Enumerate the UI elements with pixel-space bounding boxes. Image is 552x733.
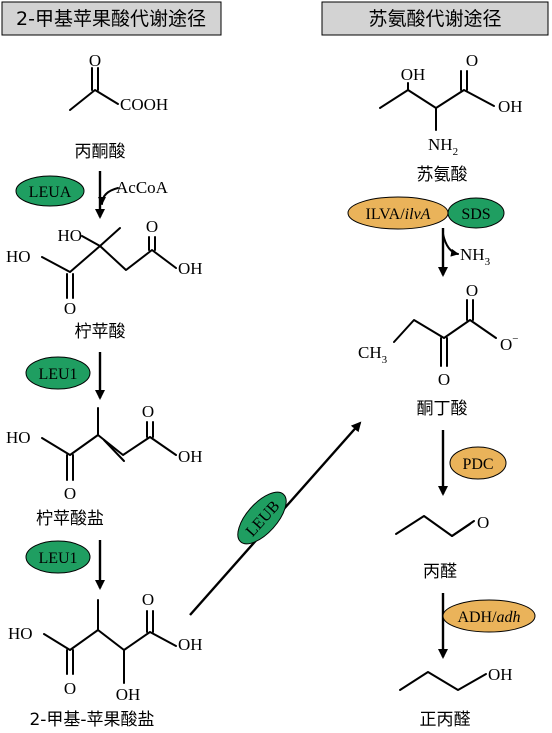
svg-text:HO: HO [6,247,31,266]
cofactor-accoa: AcCoA [116,178,169,197]
svg-text:OH: OH [498,97,523,116]
svg-text:LEU1: LEU1 [38,550,77,567]
enzyme-pdc: PDC [449,446,507,480]
enzyme-sds: SDS [447,197,505,229]
svg-text:O: O [64,299,76,318]
svg-text:O: O [477,513,489,532]
svg-text:SDS: SDS [461,206,490,223]
svg-text:HO: HO [8,624,33,643]
header-right: 苏氨酸代谢途径 [321,1,549,36]
pyruvate-cooh: COOH [120,95,168,114]
svg-text:O: O [466,281,478,300]
pyruvate-o: O [89,51,101,70]
svg-text:HO: HO [6,428,31,447]
header-right-title: 苏氨酸代谢途径 [368,8,501,30]
svg-text:O: O [64,484,76,503]
enzyme-leua: LEUA [15,175,85,207]
svg-text:ADH/adh: ADH/adh [457,609,520,626]
enzyme-leu1-second: LEU1 [25,540,91,574]
svg-text:O: O [438,370,450,389]
svg-text:OH: OH [178,447,203,466]
accoa-arrow [98,187,119,205]
svg-text:O: O [466,51,478,70]
compound-citramalate: 柠苹酸 [75,322,126,342]
header-left: 2-甲基苹果酸代谢途径 [1,1,222,36]
propanal-structure: O [395,513,489,537]
svg-text:OH: OH [488,665,513,684]
svg-text:NH2: NH2 [428,135,458,158]
svg-text:O: O [64,679,76,698]
svg-text:O−: O− [500,333,519,354]
compound-citraconate: 柠苹酸盐 [36,509,104,529]
svg-text:OH: OH [178,259,203,278]
enzyme-ilva: ILVA/ilvA [347,196,449,230]
compound-pyruvate: 丙酮酸 [75,142,126,162]
svg-text:ILVA/ilvA: ILVA/ilvA [366,206,431,223]
enzyme-leu1-first: LEU1 [25,356,91,390]
svg-text:OH: OH [178,635,203,654]
compound-methylmalate: 2-甲基-苹果酸盐 [29,710,154,730]
threonine-structure: OH O OH NH2 [379,51,523,158]
svg-text:OH: OH [401,65,426,84]
svg-text:O: O [142,402,154,421]
propanol-structure: OH [399,665,513,691]
citramalate-structure: HO HO O O OH [6,217,203,318]
compound-ketobutyrate: 酮丁酸 [417,399,468,419]
compound-propanal: 丙醛 [423,562,457,582]
svg-text:LEU1: LEU1 [38,366,77,383]
methylmalate-structure: HO O O OH OH [8,590,203,704]
svg-text:PDC: PDC [462,456,493,473]
ketobutyrate-structure: O O− O CH3 [358,281,519,389]
pyruvate-structure: O COOH [69,51,168,114]
compound-threonine: 苏氨酸 [417,165,468,185]
enzyme-leub: LEUB [237,491,287,545]
citraconate-structure: HO O O OH [6,402,203,503]
svg-text:O: O [142,590,154,609]
compound-propanol: 正丙醛 [420,710,471,730]
svg-text:LEUA: LEUA [29,184,72,201]
svg-text:CH3: CH3 [358,343,388,366]
header-left-title: 2-甲基苹果酸代谢途径 [16,8,206,30]
cofactor-nh3: NH3 [460,245,491,268]
nh3-arrow [442,233,459,257]
enzyme-adh: ADH/adh [442,599,536,633]
svg-text:O: O [146,217,158,236]
svg-text:HO: HO [57,226,82,245]
svg-text:OH: OH [116,685,141,704]
